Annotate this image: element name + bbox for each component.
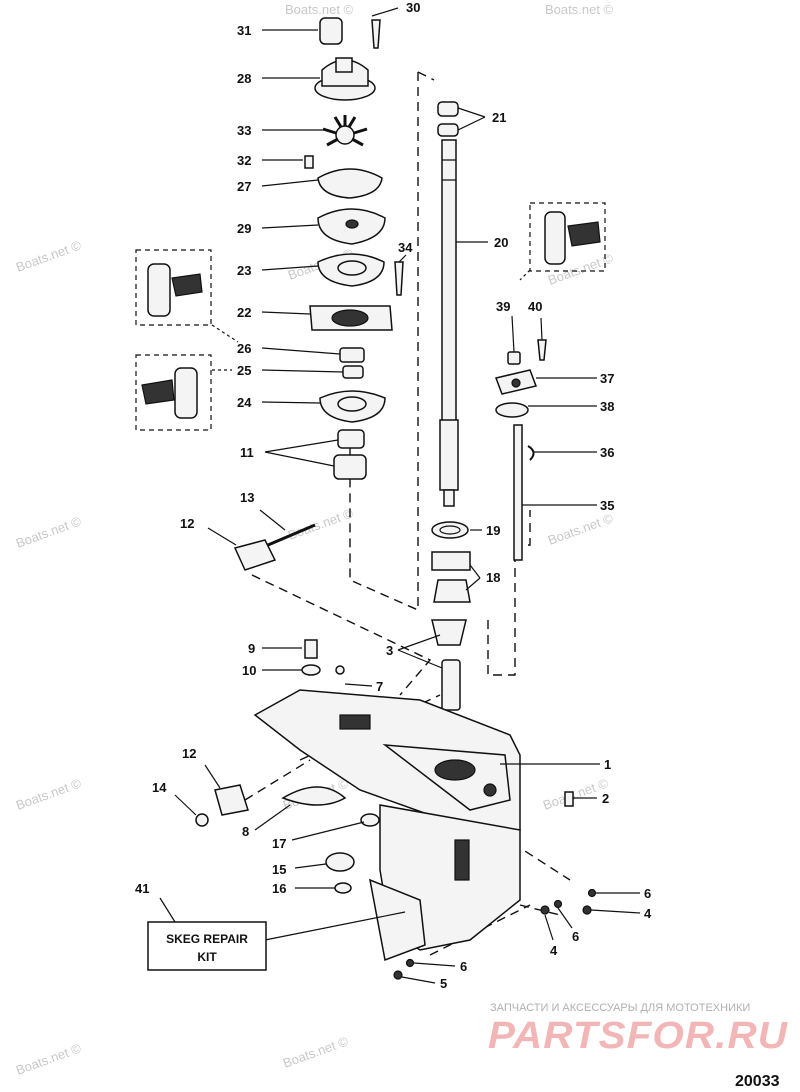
part-number-label: 39	[496, 299, 510, 314]
part-number-label: 22	[237, 305, 251, 320]
detail-inset-left-bottom	[135, 354, 212, 431]
part-number-label: 20	[494, 235, 508, 250]
detail-inset-right	[529, 202, 606, 272]
part-number-label: 2	[602, 791, 609, 806]
figure-number: 20033	[735, 1073, 780, 1090]
part-number-label: 17	[272, 836, 286, 851]
part-number-label: 6	[572, 929, 579, 944]
kit-label-line2: KIT	[197, 950, 217, 964]
part-number-label: 9	[248, 641, 255, 656]
brand-tagline: ЗАПЧАСТИ И АКСЕССУАРЫ ДЛЯ МОТОТЕХНИКИ	[490, 1002, 750, 1014]
part-number-label: 34	[398, 240, 413, 255]
part-number-label: 12	[180, 516, 194, 531]
lower-small-parts	[195, 523, 597, 980]
part-number-label: 5	[440, 976, 447, 991]
part-number-label: 35	[600, 498, 614, 513]
part-number-label: 28	[237, 71, 251, 86]
part-number-label: 38	[600, 399, 614, 414]
part-number-label: 19	[486, 523, 500, 538]
watermark: Boats.net ©	[545, 2, 614, 17]
part-number-label: 24	[237, 395, 252, 410]
part-number-label: 41	[135, 881, 149, 896]
watermarks: Boats.net © Boats.net © Boats.net © Boat…	[14, 2, 616, 1078]
drive-shaft-parts	[431, 101, 547, 711]
part-number-label: 10	[242, 663, 256, 678]
kit-label-line1: SKEG REPAIR	[166, 932, 248, 946]
part-number-label: 6	[460, 959, 467, 974]
watermark: Boats.net ©	[14, 237, 84, 275]
part-number-label: 11	[240, 445, 254, 460]
part-number-label: 36	[600, 445, 614, 460]
part-number-label: 3	[386, 643, 393, 658]
part-number-labels: 31 30 28 33 32 27 29 23 22 26 25 24 11 3…	[135, 0, 652, 991]
part-number-label: 37	[600, 371, 614, 386]
part-number-label: 29	[237, 221, 251, 236]
watermark: Boats.net ©	[286, 505, 356, 543]
part-number-label: 14	[152, 780, 167, 795]
part-number-label: 33	[237, 123, 251, 138]
part-number-label: 23	[237, 263, 251, 278]
part-number-label: 6	[644, 886, 651, 901]
watermark: Boats.net ©	[14, 513, 84, 551]
part-number-label: 21	[492, 110, 506, 125]
part-number-label: 1	[604, 757, 611, 772]
skeg-repair-kit-box: SKEG REPAIR KIT	[147, 921, 267, 971]
watermark: Boats.net ©	[281, 1033, 351, 1071]
detail-inset-left-top	[135, 249, 212, 326]
part-number-label: 13	[240, 490, 254, 505]
brand-name: PARTSFOR.RU	[488, 1015, 789, 1057]
part-number-label: 30	[406, 0, 420, 15]
part-number-label: 4	[644, 906, 652, 921]
water-pump-parts	[304, 17, 404, 480]
watermark: Boats.net ©	[14, 1040, 84, 1078]
part-number-label: 4	[550, 943, 558, 958]
part-number-label: 26	[237, 341, 251, 356]
brand-watermark: ЗАПЧАСТИ И АКСЕССУАРЫ ДЛЯ МОТОТЕХНИКИ PA…	[488, 1002, 789, 1057]
watermark: Boats.net ©	[546, 510, 616, 548]
part-number-label: 7	[376, 679, 383, 694]
part-number-label: 15	[272, 862, 286, 877]
gearcase-housing	[253, 689, 521, 962]
part-number-label: 16	[272, 881, 286, 896]
watermark: Boats.net ©	[541, 775, 611, 813]
part-number-label: 8	[242, 824, 249, 839]
part-number-label: 32	[237, 153, 251, 168]
part-number-label: 12	[182, 746, 196, 761]
part-number-label: 40	[528, 299, 542, 314]
part-number-label: 31	[237, 23, 251, 38]
watermark: Boats.net ©	[285, 2, 354, 17]
watermark: Boats.net ©	[14, 775, 84, 813]
part-number-label: 27	[237, 179, 251, 194]
part-number-label: 25	[237, 363, 251, 378]
leader-lines	[159, 7, 641, 984]
part-number-label: 18	[486, 570, 500, 585]
